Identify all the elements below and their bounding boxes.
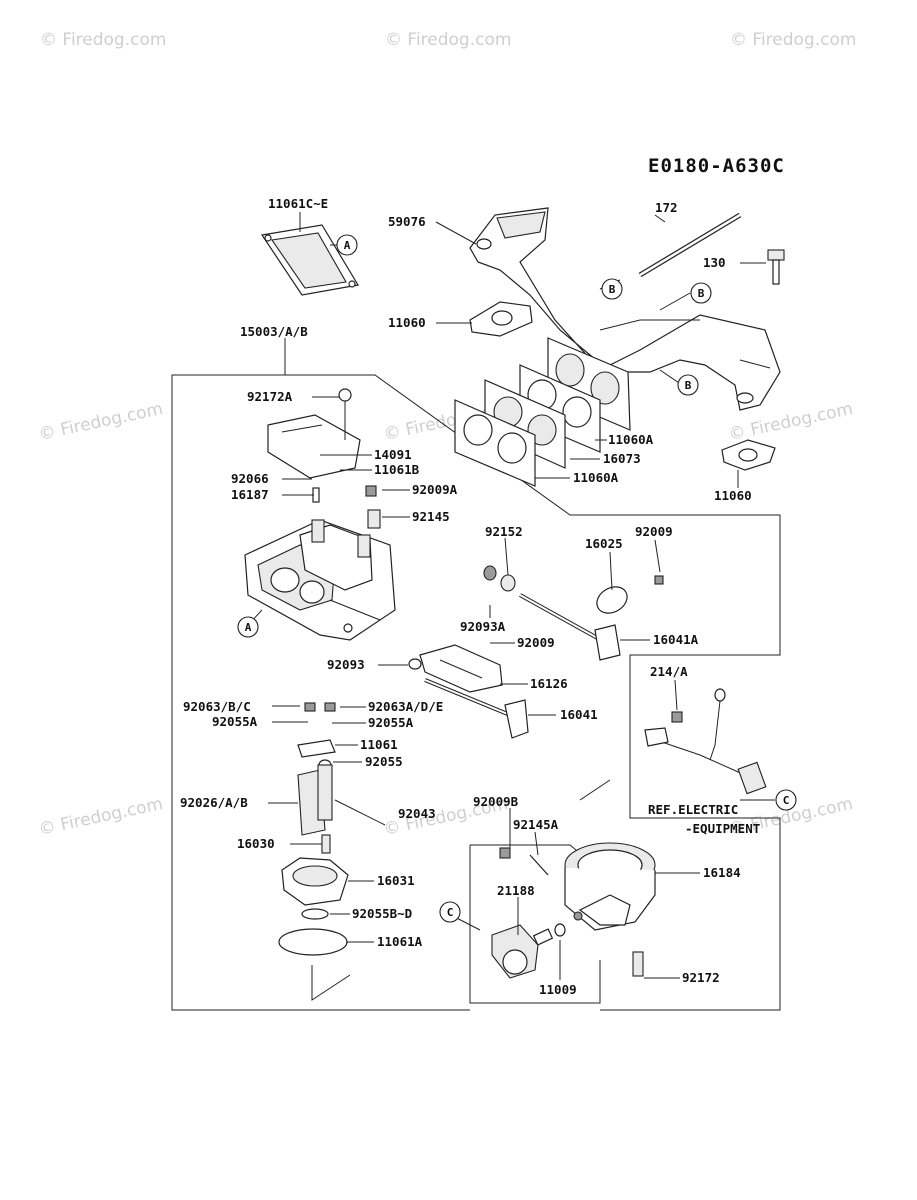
marker-b: B bbox=[601, 278, 623, 300]
manifold-gaskets bbox=[454, 337, 631, 487]
intake-manifold bbox=[469, 207, 781, 411]
part-label: 92063A/D/E bbox=[368, 699, 443, 714]
gasket-11060 bbox=[469, 301, 776, 471]
svg-text:B: B bbox=[698, 287, 705, 300]
part-label: 214/A bbox=[650, 664, 688, 679]
part-labels: 11061C~E 15003/A/B 92172A 14091 11061B 9… bbox=[180, 196, 760, 997]
part-label: 92093 bbox=[327, 657, 365, 672]
part-label: 11009 bbox=[539, 982, 577, 997]
marker-a: A bbox=[237, 616, 259, 638]
marker-b: B bbox=[690, 282, 712, 304]
ref-note-line2: -EQUIPMENT bbox=[685, 821, 760, 836]
part-label: 92145A bbox=[513, 817, 559, 832]
part-label: 92026/A/B bbox=[180, 795, 248, 810]
part-label: 21188 bbox=[497, 883, 535, 898]
part-label: 92009A bbox=[412, 482, 458, 497]
callout-markers: A A B B B C C bbox=[237, 234, 797, 923]
watermark: © Firedog.com bbox=[37, 399, 165, 445]
part-label: 92055A bbox=[212, 714, 258, 729]
part-label: 92172A bbox=[247, 389, 293, 404]
part-label: 11061B bbox=[374, 462, 420, 477]
part-label: 16031 bbox=[377, 873, 415, 888]
part-label: 92093A bbox=[460, 619, 506, 634]
throttle-shaft bbox=[483, 565, 664, 661]
svg-text:A: A bbox=[245, 621, 252, 634]
float-assembly bbox=[278, 702, 386, 1001]
part-label: 92055 bbox=[365, 754, 403, 769]
part-label: 92063/B/C bbox=[183, 699, 251, 714]
marker-b: B bbox=[677, 374, 699, 396]
part-label: 11060A bbox=[573, 470, 619, 485]
gasket-11061c bbox=[260, 224, 359, 296]
bolt-130 bbox=[767, 249, 785, 285]
marker-a: A bbox=[336, 234, 358, 256]
part-label: 11061C~E bbox=[268, 196, 328, 211]
svg-text:B: B bbox=[685, 379, 692, 392]
part-label: 16030 bbox=[237, 836, 275, 851]
part-label: 92172 bbox=[682, 970, 720, 985]
part-label: 11060A bbox=[608, 432, 654, 447]
watermark: © Firedog.com bbox=[385, 30, 511, 50]
stud-172 bbox=[638, 212, 742, 278]
part-label: 92009B bbox=[473, 794, 519, 809]
part-label: 59076 bbox=[388, 214, 426, 229]
part-label: 92009 bbox=[517, 635, 555, 650]
plate-14091 bbox=[267, 388, 361, 479]
part-label: 11061A bbox=[377, 934, 423, 949]
part-label: 11061 bbox=[360, 737, 398, 752]
part-label: 172 bbox=[655, 200, 678, 215]
part-label: 92055B~D bbox=[352, 906, 412, 921]
svg-text:C: C bbox=[783, 794, 790, 807]
watermark: © Firedog.com bbox=[730, 30, 856, 50]
part-label: 92009 bbox=[635, 524, 673, 539]
part-label: 14091 bbox=[374, 447, 412, 462]
part-label: 16187 bbox=[231, 487, 269, 502]
svg-text:B: B bbox=[609, 283, 616, 296]
part-label: 11060 bbox=[388, 315, 426, 330]
part-label: 15003/A/B bbox=[240, 324, 308, 339]
part-label: 92043 bbox=[398, 806, 436, 821]
part-label: 16073 bbox=[603, 451, 641, 466]
part-label: 16041A bbox=[653, 632, 699, 647]
fuel-bowl-16184 bbox=[564, 842, 656, 977]
carburetor-body bbox=[244, 519, 396, 641]
part-label: 92152 bbox=[485, 524, 523, 539]
svg-text:A: A bbox=[344, 239, 351, 252]
choke-plate-16126 bbox=[408, 644, 529, 739]
part-label: 11060 bbox=[714, 488, 752, 503]
part-label: 130 bbox=[703, 255, 726, 270]
marker-c: C bbox=[775, 789, 797, 811]
watermark: © Firedog.com bbox=[40, 30, 166, 50]
svg-text:C: C bbox=[447, 906, 454, 919]
watermarks: © Firedog.com © Firedog.com © Firedog.co… bbox=[37, 30, 857, 840]
leader-lines bbox=[247, 212, 775, 980]
part-label: 16041 bbox=[560, 707, 598, 722]
part-label: 16126 bbox=[530, 676, 568, 691]
part-label: 16184 bbox=[703, 865, 741, 880]
marker-c: C bbox=[439, 901, 461, 923]
part-label: 16025 bbox=[585, 536, 623, 551]
screw-92009a bbox=[312, 485, 381, 529]
part-label: 92066 bbox=[231, 471, 269, 486]
watermark: © Firedog.com bbox=[37, 794, 165, 840]
electric-connector bbox=[644, 688, 767, 795]
part-label: 92145 bbox=[412, 509, 450, 524]
part-label: 92055A bbox=[368, 715, 414, 730]
ref-note-line1: REF.ELECTRIC bbox=[648, 802, 738, 817]
solenoid-21188 bbox=[491, 847, 566, 979]
figure-code: E0180-A630C bbox=[648, 155, 785, 177]
